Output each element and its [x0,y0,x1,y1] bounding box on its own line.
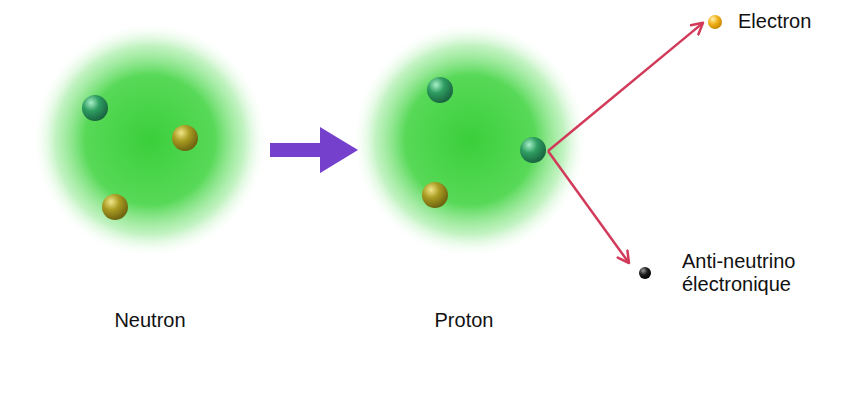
quark [102,194,128,220]
particle-label: Proton [435,309,494,332]
quark [172,125,198,151]
particle-label: Neutron [114,309,185,332]
reaction-arrow [270,143,320,157]
proton-glow [352,22,588,258]
quark [422,182,448,208]
particle-label: Anti-neutrino électronique [682,250,812,296]
quark [520,137,546,163]
neutron-glow [32,22,268,258]
emitted-particle: Anti-neutrino électronique [632,248,812,298]
emission-arrow [548,151,629,263]
quark [82,95,108,121]
particle-node: Proton [380,40,548,340]
particle-node: Neutron [45,40,255,340]
emitted-particle: Electron [706,8,811,35]
emission-arrow [548,23,703,151]
particle-label: Electron [738,10,811,33]
quark [427,77,453,103]
electron-dot [708,15,722,29]
antineutrino-dot [639,267,651,279]
